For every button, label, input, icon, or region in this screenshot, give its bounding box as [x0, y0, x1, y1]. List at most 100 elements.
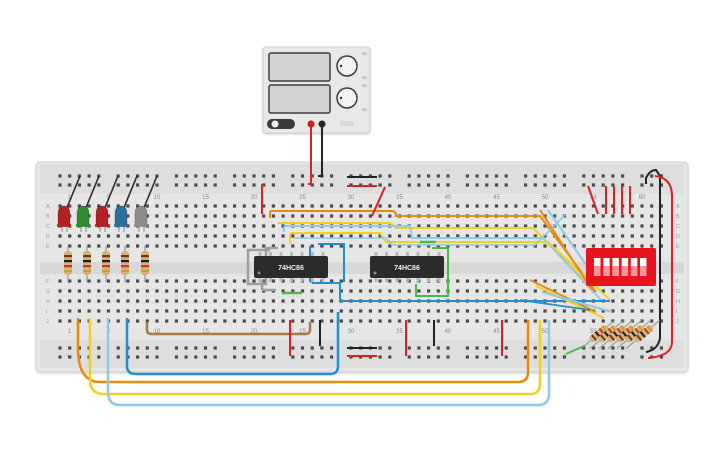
hole	[388, 279, 392, 283]
top-power-rail	[40, 164, 684, 194]
rail-hole	[242, 355, 246, 359]
hole	[388, 289, 392, 293]
hole	[543, 319, 547, 323]
dip-switch-position[interactable]	[594, 258, 601, 276]
hole	[514, 289, 518, 293]
rail-hole	[533, 183, 537, 187]
hole	[601, 224, 605, 228]
voltage-knob[interactable]	[336, 55, 358, 77]
hole	[300, 244, 305, 248]
current-knob[interactable]	[336, 87, 358, 109]
hole	[621, 289, 625, 293]
hole	[524, 234, 528, 238]
rail-hole	[485, 183, 489, 187]
hole	[194, 244, 198, 248]
rail-hole	[97, 355, 101, 359]
hole	[621, 224, 625, 228]
rail-hole	[650, 346, 654, 350]
rail-jumpers	[261, 168, 673, 359]
hole	[97, 279, 101, 283]
rail-hole	[427, 183, 431, 187]
hole	[58, 204, 62, 208]
hole	[271, 309, 275, 313]
hole	[213, 214, 217, 218]
hole	[330, 309, 334, 313]
column-number: 25	[299, 195, 306, 201]
column-number: 40	[445, 329, 452, 335]
dip-switch-position[interactable]	[612, 258, 619, 276]
hole	[514, 234, 518, 238]
hole	[126, 289, 130, 293]
rail-hole	[388, 346, 392, 350]
chip-pin	[385, 277, 388, 282]
hole	[368, 309, 372, 313]
chip-pin	[416, 252, 420, 257]
hole	[106, 289, 111, 293]
chip-pin	[300, 252, 304, 257]
hole	[165, 214, 169, 218]
psu-negative-wire	[318, 127, 323, 177]
hole	[562, 279, 566, 283]
hole	[427, 224, 431, 228]
rail-hole	[427, 355, 431, 359]
hole	[233, 214, 237, 218]
hole	[242, 214, 246, 218]
hole	[106, 279, 111, 283]
column-number: 20	[251, 195, 258, 201]
rail-hole	[475, 346, 479, 350]
rail-hole	[252, 183, 256, 187]
hole	[621, 234, 625, 238]
hole	[446, 224, 450, 228]
rail-hole	[494, 355, 499, 359]
hole	[504, 279, 508, 283]
hole	[87, 299, 91, 303]
dip-switch-position[interactable]	[603, 258, 610, 276]
hole	[174, 289, 178, 293]
resistor	[83, 246, 91, 282]
hole	[77, 204, 81, 208]
hole	[524, 279, 528, 283]
power-switch[interactable]	[267, 119, 295, 129]
hole	[601, 244, 605, 248]
hole	[504, 234, 508, 238]
hole	[223, 309, 227, 313]
hole	[465, 244, 469, 248]
hole	[320, 319, 324, 323]
dip-switch-position[interactable]	[630, 258, 638, 276]
hole	[465, 319, 469, 323]
wire-lightblue-bottom	[106, 318, 551, 407]
hole	[194, 319, 198, 323]
hole	[223, 244, 227, 248]
hole	[291, 289, 295, 293]
hole	[330, 204, 334, 208]
hole	[524, 319, 528, 323]
hole	[262, 214, 266, 218]
wire-blue-long	[312, 282, 610, 302]
column-number: 1	[68, 195, 72, 201]
hole	[339, 214, 343, 218]
hole	[271, 299, 275, 303]
hole	[640, 289, 644, 293]
hole	[378, 279, 382, 283]
dip-switch-position[interactable]	[640, 258, 647, 276]
hole	[233, 224, 237, 228]
hole	[572, 234, 576, 238]
dip-switch-position[interactable]	[621, 258, 629, 276]
hole	[165, 204, 169, 208]
rail-hole	[184, 346, 188, 350]
hole	[514, 244, 518, 248]
rail-hole	[504, 346, 508, 350]
hole	[368, 234, 372, 238]
hole	[87, 309, 91, 313]
hole	[368, 279, 372, 283]
rail-hole	[262, 346, 266, 350]
rail-hole	[97, 183, 101, 187]
dip-switch[interactable]	[586, 248, 656, 286]
hole	[233, 234, 237, 238]
hole	[582, 204, 586, 208]
hole	[310, 204, 314, 208]
hole	[368, 244, 372, 248]
hole	[533, 279, 537, 283]
hole	[572, 214, 576, 218]
hole	[640, 214, 644, 218]
